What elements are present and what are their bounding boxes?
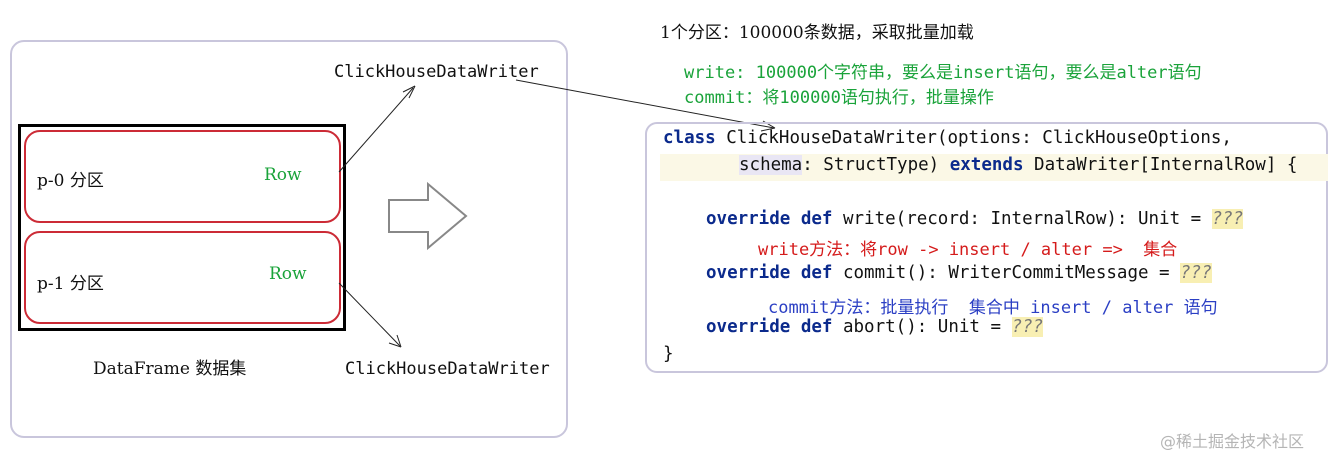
arrowhead-top-a	[402, 85, 416, 93]
keyword-class: class	[663, 128, 716, 148]
commit-signature: commit(): WriterCommitMessage =	[832, 263, 1181, 283]
line-p1-to-writer	[338, 282, 401, 347]
commit-summary-note: commit：将100000语句执行，批量操作	[684, 88, 994, 108]
line-writer-to-class	[515, 79, 775, 129]
partition-p1-label: p-1 分区	[37, 274, 104, 294]
arrowhead-class-b	[760, 127, 776, 132]
extends-type: DataWriter[InternalRow] {	[1023, 155, 1298, 175]
writer-label-bottom: ClickHouseDataWriter	[345, 359, 550, 379]
line-p0-to-writer	[338, 87, 414, 173]
code-line-write: override def write(record: InternalRow):…	[706, 209, 1244, 229]
partition-p0: p-0 分区 Row	[24, 130, 341, 223]
class-signature: ClickHouseDataWriter(options: ClickHouse…	[715, 128, 1232, 148]
partition-p0-row: Row	[264, 165, 302, 185]
partition-p0-label: p-0 分区	[37, 171, 104, 191]
hollow-arrow-icon	[388, 181, 468, 251]
keyword-extends: extends	[949, 155, 1024, 175]
keyword-override-abort: override def	[706, 317, 833, 337]
code-line-commit: override def commit(): WriterCommitMessa…	[706, 263, 1212, 283]
write-method-note: write方法：将row -> insert / alter => 集合	[758, 240, 1178, 260]
write-unimplemented: ???	[1211, 209, 1244, 229]
dataframe-box	[18, 124, 346, 331]
abort-unimplemented: ???	[1011, 317, 1044, 337]
code-panel	[645, 122, 1328, 373]
partition-p1: p-1 分区 Row	[24, 231, 341, 324]
abort-signature: abort(): Unit =	[832, 317, 1012, 337]
partition-p1-row: Row	[269, 264, 307, 284]
commit-unimplemented: ???	[1180, 263, 1212, 283]
code-line-class: class ClickHouseDataWriter(options: Clic…	[663, 128, 1232, 148]
commit-method-note: commit方法：批量执行 集合中 insert / alter 语句	[768, 298, 1218, 318]
code-closing-brace: }	[663, 344, 674, 364]
diagram-title: 1个分区：100000条数据，采取批量加载	[660, 23, 974, 43]
watermark: @稀土掘金技术社区	[1160, 432, 1305, 451]
write-signature: write(record: InternalRow): Unit =	[832, 209, 1212, 229]
schema-type: : StructType)	[802, 155, 950, 175]
schema-param: schema	[739, 155, 803, 175]
keyword-override-commit: override def	[706, 263, 833, 283]
arrowhead-bottom-a	[388, 342, 402, 348]
keyword-override-write: override def	[706, 209, 833, 229]
write-summary-note: write: 100000个字符串，要么是insert语句，要么是alter语句	[684, 63, 1202, 83]
writer-label-top: ClickHouseDataWriter	[334, 62, 539, 82]
code-line-schema: schema: StructType) extends DataWriter[I…	[739, 155, 1297, 175]
dataframe-label: DataFrame 数据集	[93, 359, 247, 379]
arrowhead-bottom-b	[396, 334, 402, 348]
code-line-abort: override def abort(): Unit = ???	[706, 317, 1044, 337]
arrowhead-top-b	[408, 85, 416, 99]
left-panel	[10, 40, 568, 438]
